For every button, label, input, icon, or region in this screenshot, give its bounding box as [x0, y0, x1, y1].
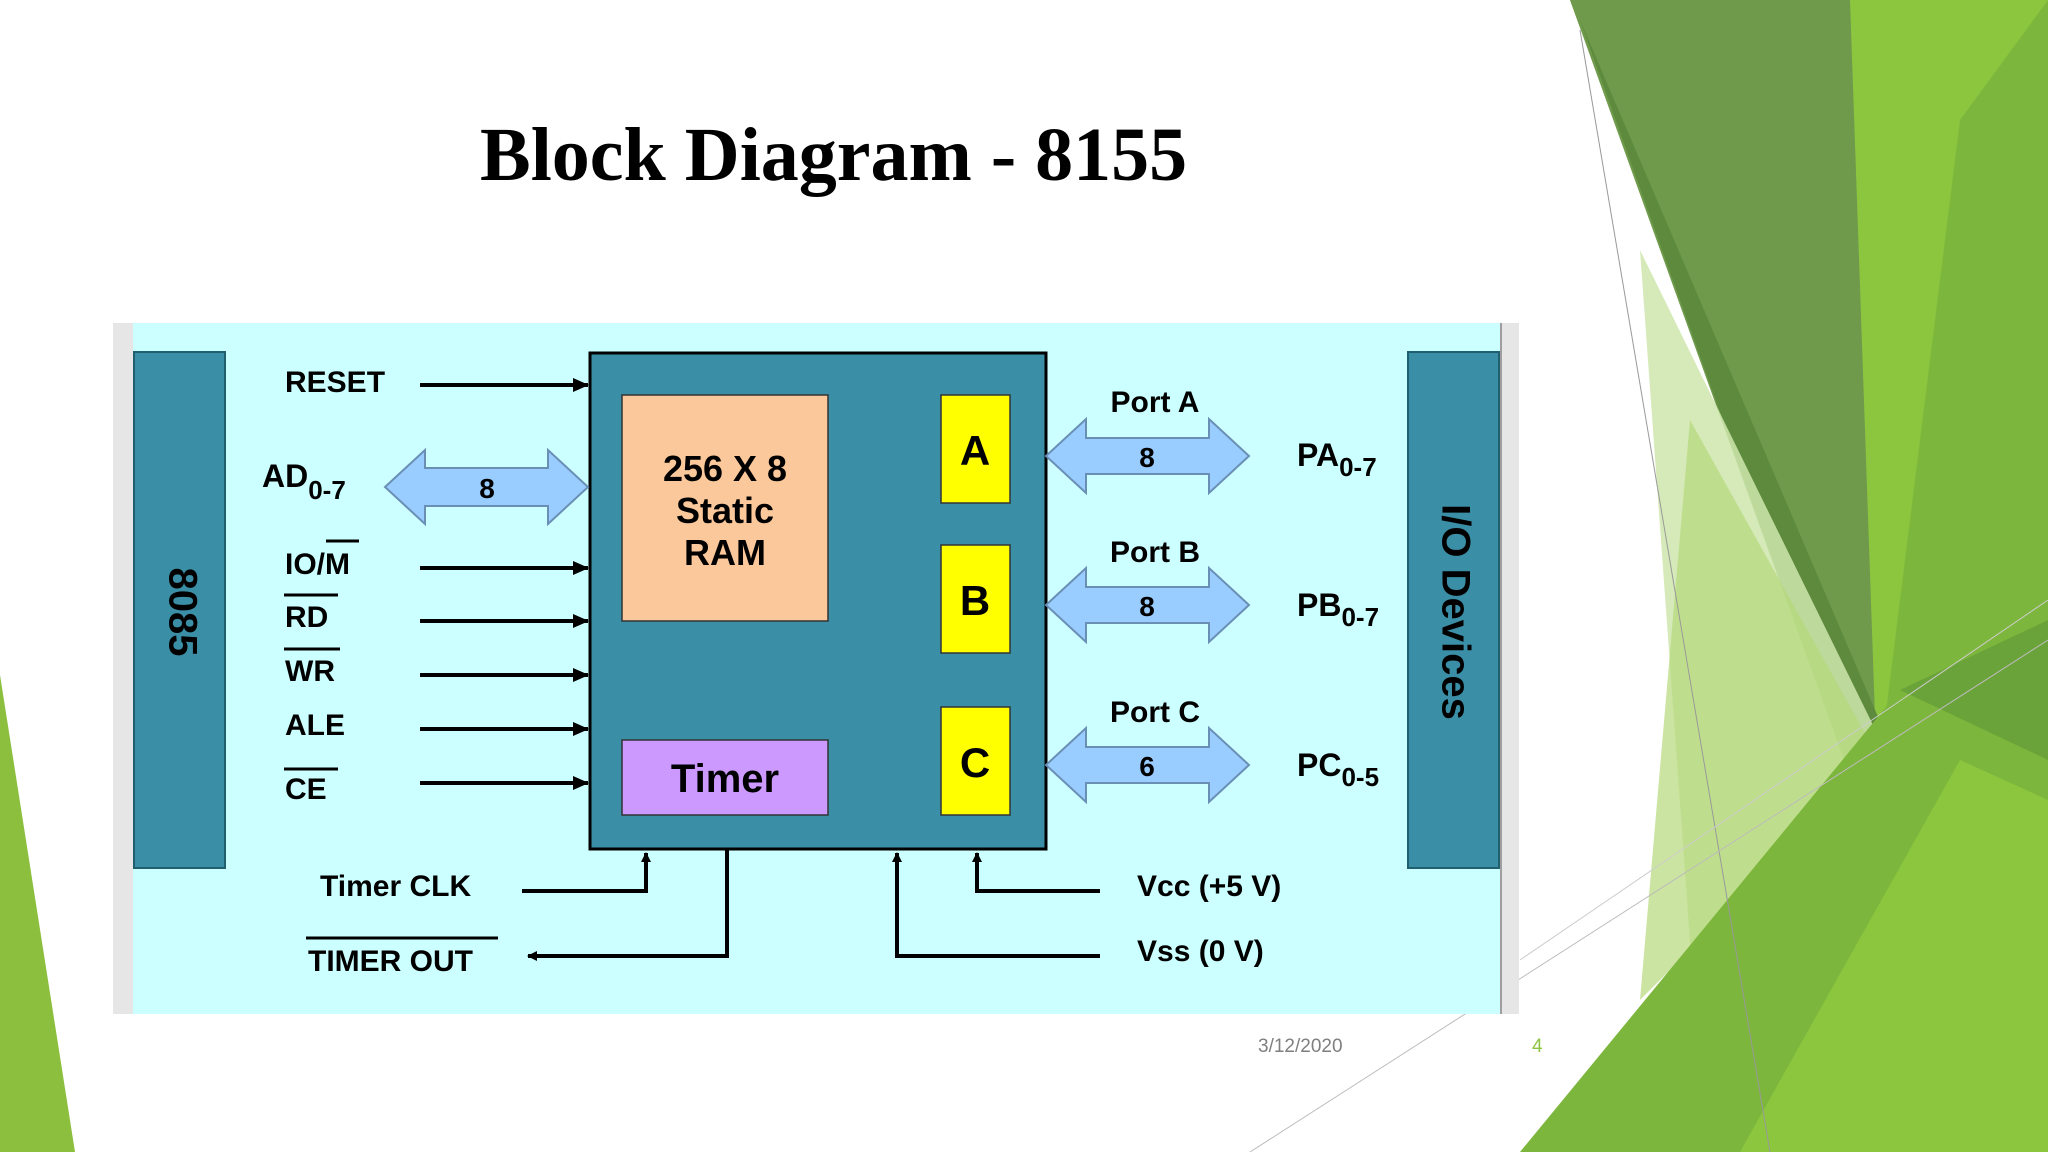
ram-block: [621, 394, 829, 622]
input-signals: [420, 378, 589, 790]
port-b-arrow: [1044, 565, 1251, 645]
label-timer-out: TIMER OUT: [308, 945, 473, 978]
label-wr: WR: [285, 655, 335, 688]
port-c-pin: PC0-5: [1297, 747, 1379, 792]
port-a-pin: PA0-7: [1297, 437, 1377, 482]
label-timer-clk: Timer CLK: [320, 870, 471, 903]
port-b-width: 8: [1139, 591, 1155, 622]
port-a-box: [940, 394, 1011, 504]
block-8085: [133, 351, 226, 869]
thin-line-2: [1249, 639, 2048, 1152]
label-8085: 8085: [160, 568, 204, 657]
ram-label-line2: Static: [676, 490, 774, 531]
ram-label-line1: 256 X 8: [663, 448, 787, 489]
label-vcc: Vcc (+5 V): [1137, 870, 1281, 903]
label-ale: ALE: [285, 709, 345, 742]
slide-title: Block Diagram - 8155: [480, 113, 1188, 197]
label-io-devices: I/O Devices: [1433, 504, 1477, 720]
timer-clk-line: [522, 852, 651, 893]
bottom-connections: [522, 850, 1100, 961]
ad-bus-width: 8: [479, 473, 495, 504]
port-a-arrow: [1044, 416, 1251, 496]
timer-out-line: [527, 850, 729, 961]
port-c-box: [940, 706, 1011, 816]
ram-label-line3: RAM: [684, 532, 766, 573]
port-a-label: Port A: [1111, 386, 1200, 419]
timer-label: Timer: [671, 757, 779, 801]
vss-line: [892, 852, 1100, 958]
block-io-devices: [1407, 351, 1500, 869]
block-diagram: 8085 I/O Devices 256 X 8 Static RAM Time…: [113, 323, 1519, 1014]
port-b-box: [940, 544, 1011, 654]
thin-line-1: [1579, 29, 1771, 1152]
timer-block: [621, 739, 829, 816]
label-vss: Vss (0 V): [1137, 935, 1264, 968]
green-shape-pale2: [1640, 420, 1880, 1000]
label-ce: CE: [285, 773, 327, 806]
label-rd: RD: [285, 601, 328, 634]
port-c-label: Port C: [1110, 696, 1200, 729]
vcc-line: [972, 852, 1100, 893]
ad-bus-label: AD0-7: [262, 458, 346, 505]
overbars: [284, 539, 498, 940]
ad-bus-arrow: [383, 447, 590, 527]
slide-page-number: 4: [1532, 1036, 1543, 1057]
port-c-box-label: C: [960, 739, 990, 786]
thin-line-3: [1519, 599, 2048, 961]
port-b-label: Port B: [1110, 536, 1200, 569]
port-b-pin: PB0-7: [1297, 587, 1379, 632]
slide-date: 3/12/2020: [1258, 1036, 1343, 1057]
port-c-width: 6: [1139, 751, 1155, 782]
port-a-box-label: A: [960, 427, 990, 474]
green-shape-bottom-light: [1740, 760, 2048, 1152]
port-a-width: 8: [1139, 442, 1155, 473]
port-b-box-label: B: [960, 577, 990, 624]
label-reset: RESET: [285, 366, 385, 399]
green-shape-left: [0, 675, 75, 1152]
label-io-m: IO/M: [285, 548, 350, 581]
port-c-arrow: [1044, 725, 1251, 805]
